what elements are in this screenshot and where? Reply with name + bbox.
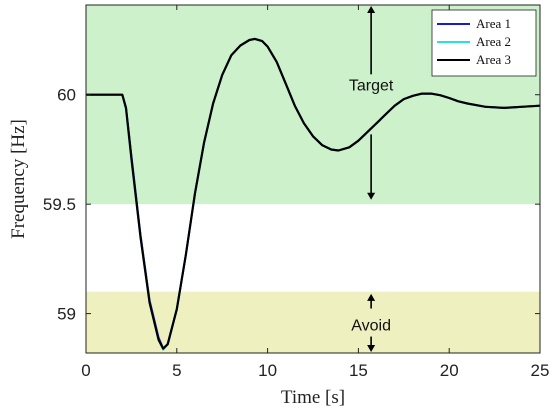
x-tick-label: 0: [81, 361, 90, 380]
x-tick-label: 15: [349, 361, 368, 380]
x-axis-label: Time [s]: [281, 387, 345, 408]
series-line-area-3: [86, 37, 541, 350]
legend-label-area-3: Area 3: [476, 52, 511, 67]
x-tick-label: 10: [258, 361, 277, 380]
y-tick-label: 60: [57, 86, 76, 105]
y-axis-label: Frequency [Hz]: [8, 119, 29, 239]
x-tick-label: 20: [440, 361, 459, 380]
y-axis-ticks: 59 59.5 60: [43, 86, 540, 324]
avoid-arrow-down-head: [367, 345, 376, 352]
avoid-arrow-up-head: [367, 293, 376, 301]
annotation-target: Target: [349, 77, 394, 94]
target-arrow-up-head: [367, 6, 376, 13]
plot-frame: [85, 4, 541, 354]
legend-label-area-1: Area 1: [476, 16, 511, 31]
target-arrow-down-head: [367, 192, 376, 200]
legend: Area 1 Area 2 Area 3: [431, 9, 537, 77]
annotation-arrows: [367, 6, 376, 352]
annotation-avoid: Avoid: [351, 318, 391, 335]
x-tick-label: 25: [531, 361, 550, 380]
legend-label-area-2: Area 2: [476, 34, 511, 49]
y-tick-label: 59: [57, 305, 76, 324]
x-axis-ticks: 0 5 10 15 20 25: [81, 5, 549, 380]
y-tick-label: 59.5: [43, 195, 76, 214]
x-tick-label: 5: [172, 361, 181, 380]
series-layer: [86, 37, 541, 351]
